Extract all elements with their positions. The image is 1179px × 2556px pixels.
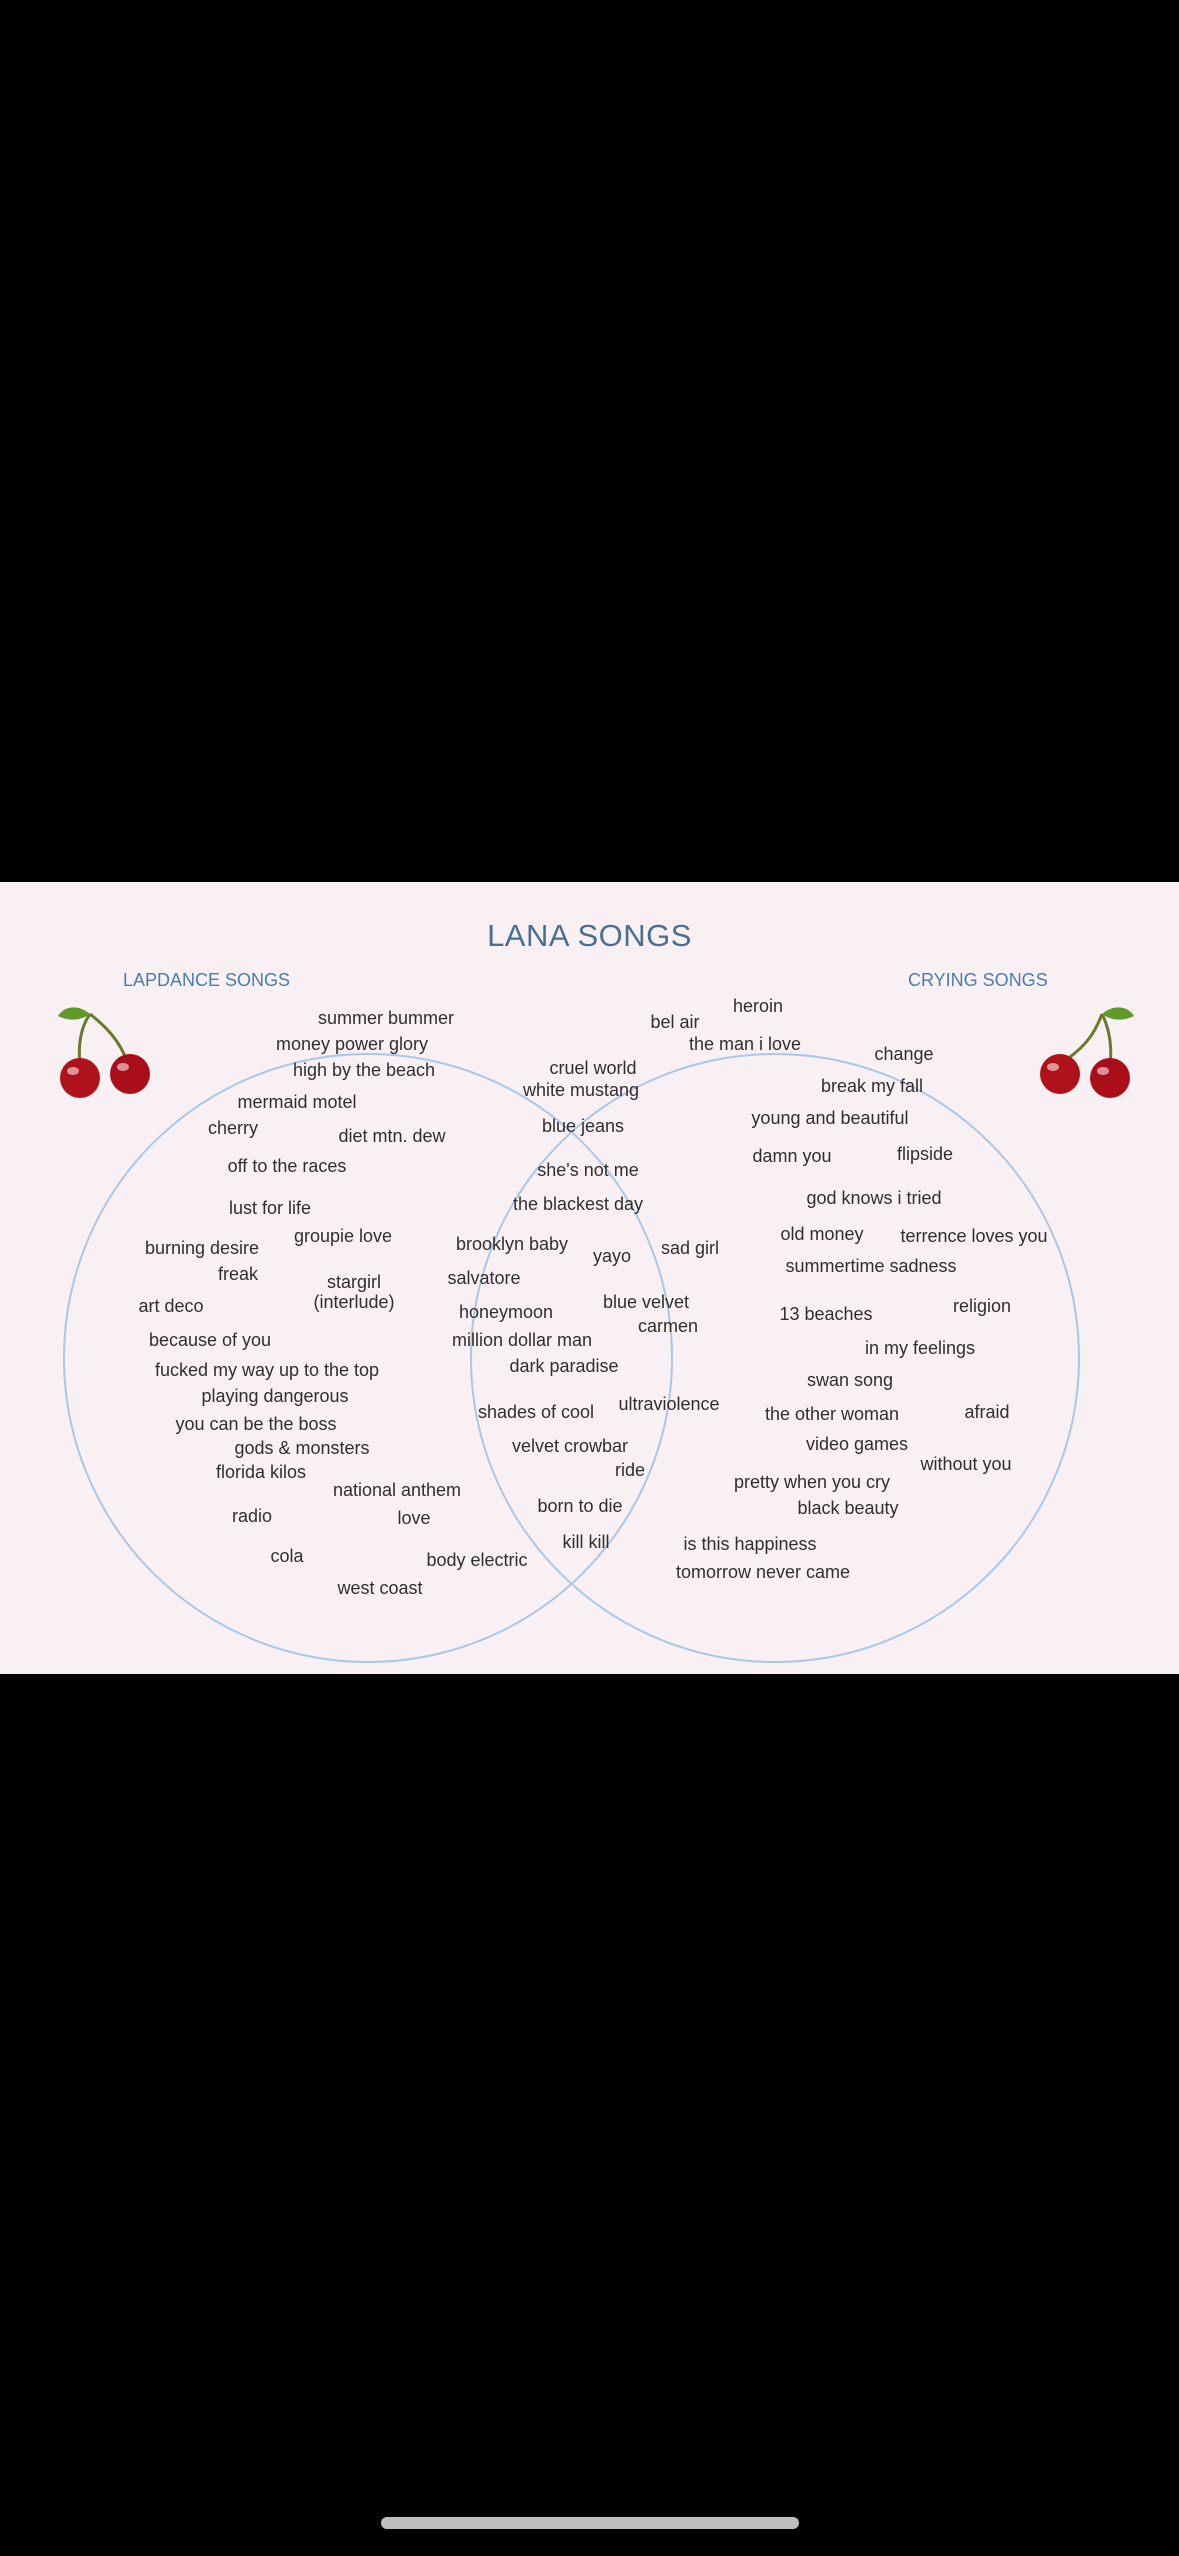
song-right: terrence loves you [900, 1226, 1048, 1246]
song-left: national anthem [332, 1480, 462, 1500]
song-both: white mustang [522, 1080, 640, 1100]
song-left: art deco [138, 1296, 204, 1316]
song-left: mermaid motel [237, 1092, 357, 1112]
diagram-title: LANA SONGS [487, 918, 692, 953]
venn-rings [63, 1053, 1080, 1663]
song-right: the man i love [688, 1034, 802, 1054]
song-left: freak [217, 1264, 259, 1284]
right-ring [470, 1053, 1080, 1663]
song-right: change [874, 1044, 934, 1064]
song-left: because of you [148, 1330, 272, 1350]
song-right: heroin [732, 996, 784, 1016]
song-right: young and beautiful [751, 1108, 909, 1128]
song-left: cola [270, 1546, 304, 1566]
song-left: groupie love [293, 1226, 393, 1246]
song-both: yayo [592, 1246, 632, 1266]
song-both: the blackest day [512, 1194, 644, 1214]
song-both: born to die [537, 1496, 623, 1516]
song-both: sad girl [660, 1238, 720, 1258]
song-both: she's not me [537, 1160, 639, 1180]
song-both: salvatore [447, 1268, 521, 1288]
song-left: cherry [207, 1118, 259, 1138]
song-both: blue jeans [541, 1116, 625, 1136]
song-left: west coast [337, 1578, 423, 1598]
song-both: velvet crowbar [511, 1436, 629, 1456]
song-left: money power glory [275, 1034, 429, 1054]
song-right: bel air [650, 1012, 700, 1032]
song-left: lust for life [228, 1198, 312, 1218]
song-both: ultraviolence [618, 1394, 720, 1414]
song-right: without you [920, 1454, 1012, 1474]
left-ring [63, 1053, 673, 1663]
song-both: ride [614, 1460, 646, 1480]
song-left: gods & monsters [234, 1438, 370, 1458]
cherry-icon-left [58, 1007, 150, 1098]
song-right: god knows i tried [806, 1188, 942, 1208]
song-left: florida kilos [215, 1462, 307, 1482]
song-left: off to the races [227, 1156, 347, 1176]
song-left: fucked my way up to the top [154, 1360, 380, 1380]
song-right: tomorrow never came [675, 1562, 851, 1582]
song-both: blue velvet [602, 1292, 690, 1312]
song-left: stargirl (interlude) [313, 1272, 395, 1312]
song-both: shades of cool [477, 1402, 595, 1422]
song-right: is this happiness [683, 1534, 817, 1554]
song-right: damn you [752, 1146, 832, 1166]
song-right: summertime sadness [785, 1256, 957, 1276]
song-left: summer bummer [317, 1008, 455, 1028]
song-right: old money [780, 1224, 864, 1244]
song-left: diet mtn. dew [338, 1126, 446, 1146]
song-right: afraid [964, 1402, 1010, 1422]
song-left: high by the beach [292, 1060, 436, 1080]
song-left: you can be the boss [175, 1414, 337, 1434]
song-right: black beauty [797, 1498, 899, 1518]
song-left: body electric [426, 1550, 528, 1570]
song-right: in my feelings [864, 1338, 976, 1358]
song-both: carmen [637, 1316, 699, 1336]
left-circle-label: LAPDANCE SONGS [123, 970, 291, 990]
song-right: video games [805, 1434, 909, 1454]
song-left: radio [231, 1506, 273, 1526]
song-both: million dollar man [451, 1330, 593, 1350]
song-right: religion [952, 1296, 1012, 1316]
song-right: flipside [896, 1144, 954, 1164]
cherry-icon-right [1040, 1007, 1134, 1098]
song-right: break my fall [820, 1076, 924, 1096]
song-both: kill kill [562, 1532, 610, 1552]
song-right: swan song [806, 1370, 894, 1390]
song-left: playing dangerous [201, 1386, 349, 1406]
song-both: dark paradise [509, 1356, 619, 1376]
song-both: honeymoon [458, 1302, 554, 1322]
song-both: cruel world [549, 1058, 637, 1078]
song-left: burning desire [144, 1238, 260, 1258]
song-both: brooklyn baby [455, 1234, 569, 1254]
song-right: the other woman [764, 1404, 900, 1424]
song-right: pretty when you cry [733, 1472, 891, 1492]
right-circle-label: CRYING SONGS [908, 970, 1048, 990]
home-indicator[interactable] [381, 2517, 799, 2529]
song-left: love [397, 1508, 431, 1528]
song-right: 13 beaches [779, 1304, 873, 1324]
venn-card: LANA SONGS LAPDANCE SONGS CRYING SONGS s… [0, 882, 1179, 1674]
